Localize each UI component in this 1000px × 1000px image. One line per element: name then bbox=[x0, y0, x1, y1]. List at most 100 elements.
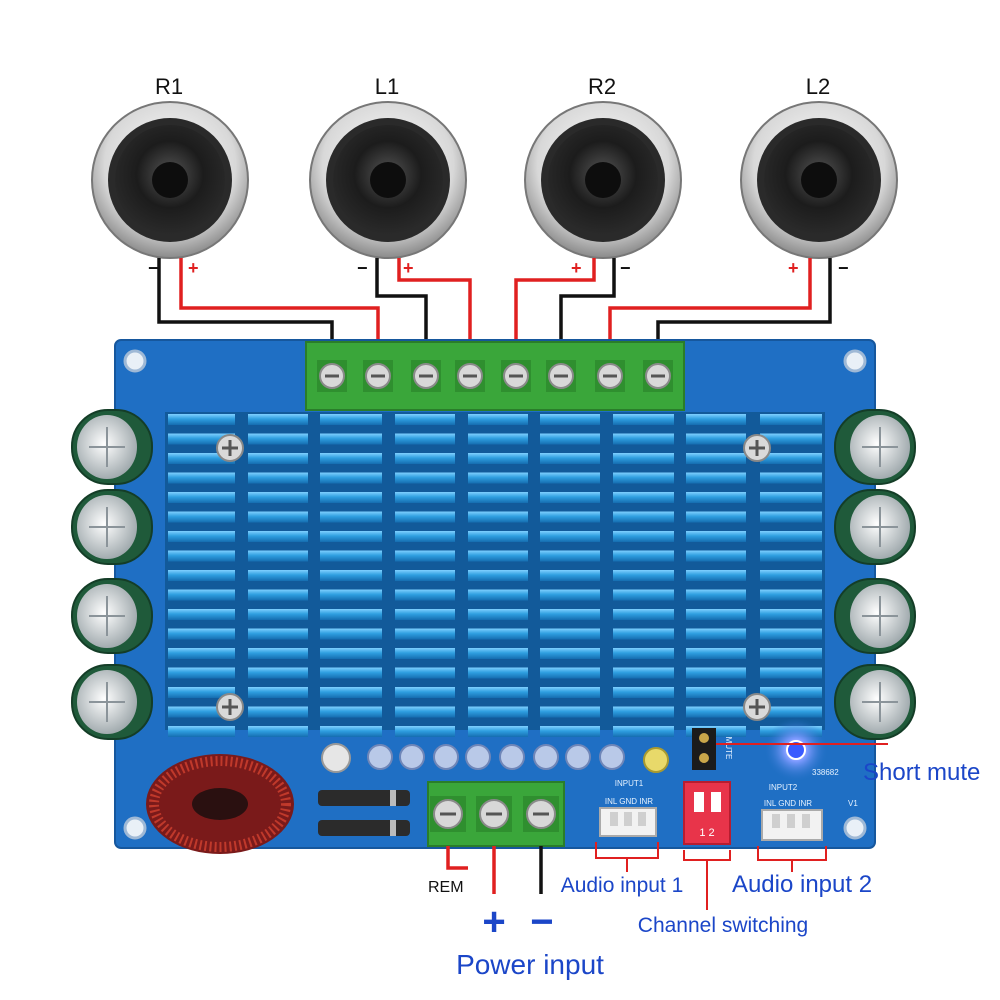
heatsink-fin bbox=[686, 511, 746, 523]
heatsink-fin bbox=[686, 628, 746, 640]
power-terminal-block bbox=[427, 781, 565, 847]
heatsink-fin bbox=[395, 609, 455, 620]
heatsink-fin bbox=[468, 511, 528, 523]
heatsink-fin bbox=[168, 667, 235, 679]
heatsink-fin bbox=[613, 511, 674, 523]
heatsink-fin bbox=[613, 706, 674, 718]
heatsink-fin bbox=[760, 648, 822, 659]
heatsink-fin bbox=[320, 609, 382, 620]
speaker-l1: L1 − + bbox=[309, 74, 467, 278]
heatsink-fin bbox=[613, 550, 674, 562]
heatsink-fin bbox=[320, 433, 382, 445]
speaker-l1-left-sign: − bbox=[357, 258, 368, 278]
filter-capacitors bbox=[71, 409, 916, 740]
speaker-r1-left-sign: − bbox=[148, 258, 159, 278]
channel-switching-label: Channel switching bbox=[638, 914, 808, 937]
heatsink-fin bbox=[540, 706, 600, 718]
heatsink-fin bbox=[248, 472, 308, 484]
heatsink-fin bbox=[168, 433, 235, 445]
heatsink-fin bbox=[540, 687, 600, 698]
heatsink-screw bbox=[216, 693, 244, 721]
heatsink-screw bbox=[743, 434, 771, 462]
heatsink-fin bbox=[686, 609, 746, 620]
heatsink-fin bbox=[248, 687, 308, 698]
heatsink-fin bbox=[248, 609, 308, 620]
speaker-label-r2: R2 bbox=[588, 74, 616, 99]
heatsink-fin bbox=[468, 628, 528, 640]
heatsink-fin bbox=[686, 531, 746, 542]
capacitor-icon bbox=[834, 409, 916, 485]
heatsink-fin bbox=[320, 531, 382, 542]
diode bbox=[318, 820, 410, 836]
heatsink-fin bbox=[760, 550, 822, 562]
heatsink-fin bbox=[540, 570, 600, 581]
input2-silk-label: INPUT2 bbox=[769, 783, 798, 792]
heatsink-fin bbox=[395, 589, 455, 601]
heatsink-fin bbox=[760, 706, 822, 718]
heatsink-fin bbox=[248, 589, 308, 601]
heatsink-fin bbox=[468, 453, 528, 464]
speaker-l1-right-sign: + bbox=[403, 258, 414, 278]
heatsink-fin bbox=[320, 414, 382, 425]
heatsink-fin bbox=[613, 589, 674, 601]
heatsink-fin bbox=[168, 414, 235, 425]
heatsink-fin bbox=[760, 414, 822, 425]
heatsink-fin bbox=[468, 472, 528, 484]
small-capacitor bbox=[565, 744, 591, 770]
heatsink-fin bbox=[540, 667, 600, 679]
toroid-inductor-icon bbox=[146, 754, 294, 854]
small-capacitor bbox=[533, 744, 559, 770]
heatsink-fin bbox=[395, 414, 455, 425]
heatsink-fin bbox=[168, 531, 235, 542]
heatsink-fin bbox=[248, 550, 308, 562]
power-led bbox=[764, 718, 828, 782]
capacitor-icon bbox=[834, 489, 916, 565]
wire-l2-negative bbox=[656, 258, 832, 345]
speaker-r2: R2 + − bbox=[524, 74, 682, 278]
heatsink-fin bbox=[248, 531, 308, 542]
heatsink-fin bbox=[540, 492, 600, 503]
heatsink-fins bbox=[168, 414, 822, 737]
heatsink-fin bbox=[248, 726, 308, 737]
speaker-l2-right-sign: − bbox=[838, 258, 849, 278]
heatsink-fin bbox=[168, 570, 235, 581]
speaker-label-l2: L2 bbox=[806, 74, 830, 99]
heatsink-fin bbox=[468, 492, 528, 503]
heatsink-fin bbox=[320, 589, 382, 601]
heatsink-fin bbox=[760, 433, 822, 445]
heatsink-fin bbox=[168, 628, 235, 640]
heatsink-fin bbox=[686, 706, 746, 718]
small-capacitor bbox=[599, 744, 625, 770]
heatsink-fin bbox=[468, 648, 528, 659]
heatsink-fin bbox=[248, 511, 308, 523]
channel-dip-switch: 1 2 bbox=[683, 781, 731, 845]
capacitor-icon bbox=[834, 664, 916, 740]
speaker-icon bbox=[309, 101, 467, 259]
heatsink-fin bbox=[540, 472, 600, 484]
audio-input-2-label: Audio input 2 bbox=[732, 871, 872, 898]
power-wires bbox=[446, 846, 543, 894]
heatsink-fin bbox=[395, 472, 455, 484]
heatsink-fin bbox=[613, 628, 674, 640]
speaker-r1: R1 − + bbox=[91, 74, 249, 278]
heatsink-fin bbox=[248, 648, 308, 659]
heatsink-fin bbox=[468, 531, 528, 542]
mount-hole bbox=[843, 349, 867, 373]
heatsink-fin bbox=[395, 433, 455, 445]
capacitor-icon bbox=[71, 409, 153, 485]
heatsink-fin bbox=[395, 706, 455, 718]
heatsink-fin bbox=[168, 550, 235, 562]
heatsink-fin bbox=[468, 609, 528, 620]
heatsink-fin bbox=[760, 589, 822, 601]
speaker-icon bbox=[524, 101, 682, 259]
wire-l2-positive bbox=[608, 258, 812, 345]
heatsink-fin bbox=[613, 687, 674, 698]
mount-hole bbox=[123, 816, 147, 840]
heatsink-fin bbox=[540, 550, 600, 562]
heatsink-fin bbox=[320, 472, 382, 484]
speaker-icon bbox=[91, 101, 249, 259]
heatsink-fin bbox=[320, 687, 382, 698]
heatsink-fin bbox=[168, 706, 235, 718]
heatsink-fin bbox=[686, 472, 746, 484]
speaker-icon bbox=[740, 101, 898, 259]
